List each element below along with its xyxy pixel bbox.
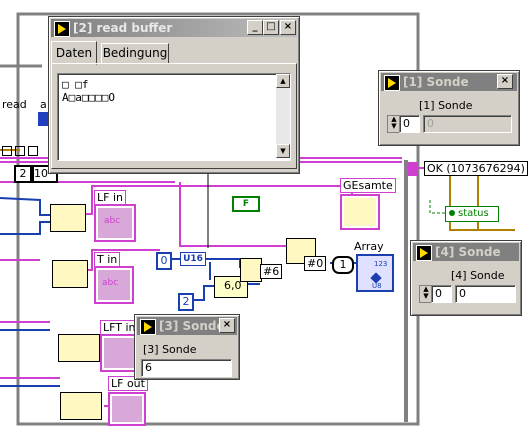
u16-conversion[interactable]: U16	[180, 252, 206, 266]
status-node[interactable]: status	[445, 206, 499, 222]
buffer-line-2: A□a□□□□O	[62, 91, 115, 104]
sonde1-title: [1] Sonde	[403, 75, 469, 89]
buffer-string-display[interactable]: □ □f A□a□□□□O ▲ ▼	[57, 73, 291, 161]
read-buffer-window[interactable]: [2] read buffer _ □ × Daten Bedingung □ …	[48, 16, 300, 174]
u8-label: U8	[372, 282, 382, 290]
index-input[interactable]: 0	[399, 115, 420, 133]
read-buffer-titlebar[interactable]: [2] read buffer	[51, 19, 297, 37]
sonde3-label: [3] Sonde	[143, 343, 197, 356]
error-indicator[interactable]	[408, 162, 418, 176]
lft-in-label: LFT in	[100, 320, 139, 335]
false-constant[interactable]: F	[232, 196, 260, 212]
sonde1-titlebar[interactable]: [1] Sonde	[381, 73, 517, 91]
lft-in-indicator[interactable]	[100, 334, 138, 372]
sonde1-label: [1] Sonde	[419, 99, 473, 112]
sonde4-value: 0	[455, 285, 516, 303]
a-label: a	[40, 98, 47, 111]
constant-0[interactable]: 0	[156, 252, 172, 270]
array-indicator[interactable]: 123 U8	[356, 254, 394, 292]
sonde4-titlebar[interactable]: [4] Sonde	[413, 243, 519, 261]
gesamte-label: GEsamte	[340, 178, 396, 193]
constant-2[interactable]: 2	[14, 165, 32, 183]
lf-in-abc: abc	[104, 216, 121, 226]
read-label: read	[2, 98, 27, 111]
status-label: status	[458, 208, 489, 219]
probe-tag-6[interactable]: #6	[260, 264, 283, 279]
lf-in-label: LF in	[94, 190, 126, 205]
read-terminal[interactable]	[38, 112, 48, 126]
constant-2-blue[interactable]: 2	[178, 293, 194, 311]
constant-10[interactable]: 10	[32, 165, 58, 183]
unbundle-node-lf[interactable]	[50, 204, 86, 232]
bool-terminals[interactable]	[2, 146, 42, 158]
sonde4-label: [4] Sonde	[451, 269, 505, 282]
sonde3-value: 6	[141, 359, 232, 377]
close-button[interactable]: ×	[497, 74, 513, 89]
error-ok-text: OK (1073676294)	[424, 161, 528, 176]
close-button[interactable]: ×	[219, 318, 235, 333]
close-button[interactable]: ×	[280, 20, 296, 35]
minimize-button[interactable]: _	[247, 20, 263, 35]
tab-panel	[51, 63, 297, 169]
sonde3-title: [3] Sonde	[159, 319, 225, 333]
constant-1[interactable]: 1	[332, 256, 354, 274]
scroll-down-icon[interactable]: ▼	[276, 144, 290, 158]
labview-icon	[54, 21, 70, 37]
buffer-line-1: □ □f	[62, 78, 89, 91]
index-input[interactable]: 0	[431, 285, 452, 303]
scroll-up-icon[interactable]: ▲	[276, 74, 290, 88]
t-in-indicator[interactable]	[94, 266, 134, 304]
t-in-label: T in	[94, 252, 121, 267]
read-buffer-title: [2] read buffer	[73, 21, 173, 35]
unbundle-node-t[interactable]	[52, 260, 88, 288]
lf-in-indicator[interactable]	[94, 204, 136, 242]
sonde4-window[interactable]: [4] Sonde [4] Sonde ▲▼ 0 0	[410, 240, 522, 316]
index-node-a[interactable]	[240, 258, 262, 282]
scrollbar-vertical[interactable]: ▲ ▼	[276, 74, 290, 158]
unbundle-node-lfout[interactable]	[60, 392, 102, 420]
gesamte-control[interactable]	[340, 194, 380, 230]
sonde3-window[interactable]: [3] Sonde × [3] Sonde 6	[134, 314, 240, 380]
labview-icon	[140, 319, 156, 335]
sonde4-title: [4] Sonde	[435, 245, 501, 259]
labview-icon	[384, 75, 400, 91]
maximize-button[interactable]: □	[263, 20, 279, 35]
probe-tag-0[interactable]: #0	[304, 256, 327, 271]
t-in-abc: abc	[102, 278, 119, 288]
array-label: Array	[354, 240, 384, 253]
tab-daten[interactable]: Daten	[51, 41, 97, 65]
divide-label: 6,0	[224, 279, 242, 292]
unbundle-node-lft[interactable]	[58, 334, 100, 362]
sonde1-value: 0	[423, 115, 512, 133]
divide-node[interactable]	[214, 276, 248, 298]
sonde1-window[interactable]: [1] Sonde × [1] Sonde ▲▼ 0 0	[378, 70, 520, 146]
labview-icon	[416, 245, 432, 261]
sonde3-titlebar[interactable]: [3] Sonde	[137, 317, 237, 335]
lf-out-indicator[interactable]	[108, 392, 146, 426]
tab-bedingung[interactable]: Bedingung	[101, 43, 169, 64]
